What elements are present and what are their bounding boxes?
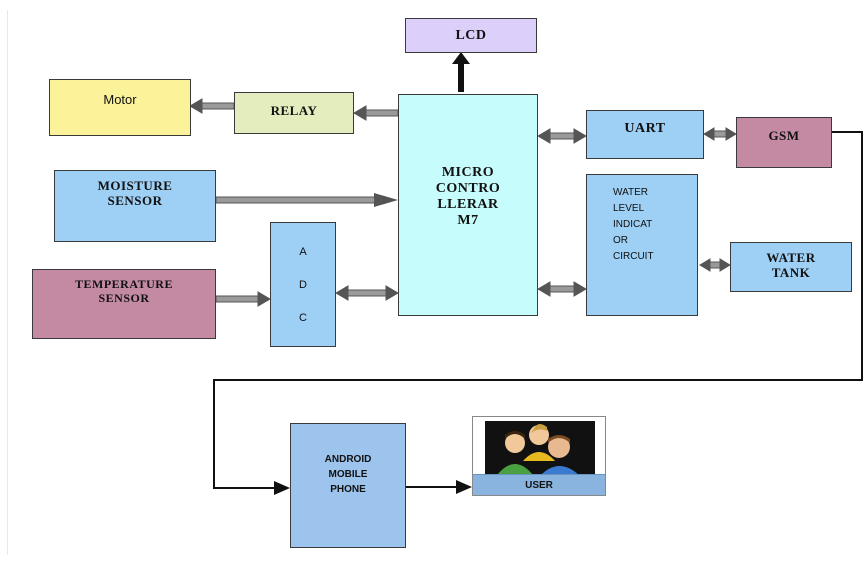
- microcontroller-block: MICRO CONTRO LLERAR M7: [398, 94, 538, 316]
- water-level-block: WATER LEVEL INDICAT OR CIRCUIT: [586, 174, 698, 316]
- android-to-user-arrow: [406, 480, 472, 494]
- micro-waterlevel-double-arrow: [537, 281, 587, 297]
- android-phone-label: ANDROID MOBILE PHONE: [324, 454, 372, 495]
- motor-label: Motor: [103, 92, 137, 107]
- adc-block: A D C: [270, 222, 336, 347]
- micro-to-relay-arrow: [353, 105, 399, 121]
- microcontroller-label: MICRO CONTRO LLERAR M7: [435, 165, 501, 229]
- android-phone-block: ANDROID MOBILE PHONE: [290, 423, 406, 548]
- micro-to-lcd-arrow: [452, 52, 470, 92]
- gsm-to-android-connector: [213, 131, 863, 495]
- gsm-block: GSM: [736, 117, 832, 168]
- adc-micro-double-arrow: [335, 285, 399, 301]
- water-tank-label: WATER TANK: [766, 250, 816, 280]
- adc-letter-a: A: [299, 245, 307, 258]
- uart-label: UART: [624, 121, 666, 136]
- relay-label: RELAY: [270, 103, 318, 118]
- lcd-label: LCD: [455, 27, 487, 43]
- water-tank-block: WATER TANK: [730, 242, 852, 292]
- adc-letter-d: D: [299, 278, 307, 291]
- user-label: USER: [525, 479, 553, 491]
- relay-to-motor-arrow: [189, 98, 235, 114]
- temperature-sensor-label: TEMPERATURE SENSOR: [75, 277, 173, 305]
- temperature-to-adc-arrow: [215, 291, 271, 307]
- waterlevel-tank-double-arrow: [699, 258, 731, 272]
- moisture-sensor-label: MOISTURE SENSOR: [97, 178, 173, 208]
- temperature-sensor-block: TEMPERATURE SENSOR: [32, 269, 216, 339]
- user-label-bar: USER: [473, 474, 605, 495]
- uart-block: UART: [586, 110, 704, 159]
- lcd-block: LCD: [405, 18, 537, 53]
- moisture-to-micro-arrow: [215, 193, 398, 207]
- gsm-label: GSM: [768, 128, 800, 143]
- water-level-label: WATER LEVEL INDICAT OR CIRCUIT: [613, 187, 654, 262]
- user-block: USER: [472, 416, 606, 496]
- users-group-icon: [485, 421, 595, 477]
- adc-letter-c: C: [299, 311, 307, 324]
- page-edge-line: [0, 10, 8, 555]
- micro-uart-double-arrow: [537, 128, 587, 144]
- uart-gsm-double-arrow: [703, 127, 737, 141]
- relay-block: RELAY: [234, 92, 354, 134]
- moisture-sensor-block: MOISTURE SENSOR: [54, 170, 216, 242]
- motor-block: Motor: [49, 79, 191, 136]
